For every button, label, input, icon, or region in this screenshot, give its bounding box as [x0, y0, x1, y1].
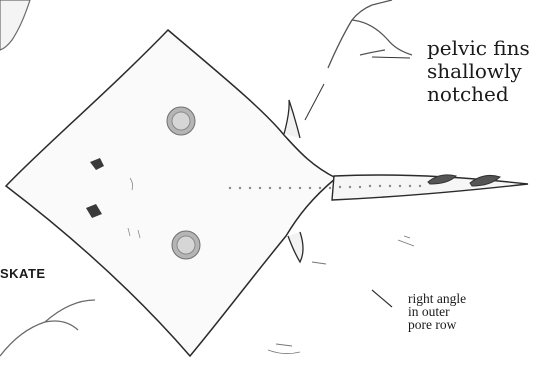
- label-right-angle-line-3: pore row: [408, 318, 466, 331]
- pelvic-fin-upper: [284, 100, 300, 138]
- label-right-angle: right angle in outer pore row: [408, 292, 466, 331]
- label-skate-fragment: SKATE: [0, 266, 46, 281]
- label-pelvic-fins-line-2: shallowly: [427, 60, 530, 83]
- eyespot-upper: [167, 107, 195, 135]
- label-pelvic-fins-line-3: notched: [427, 83, 530, 106]
- adjacent-specimen-bottom-left: [0, 300, 95, 356]
- pelvic-fins-leader: [305, 84, 324, 120]
- label-pelvic-fins-line-1: pelvic fins: [427, 37, 530, 60]
- eyespot-lower: [172, 231, 200, 259]
- adjacent-specimen-top-left: [0, 0, 30, 50]
- sketch-strokes: [268, 236, 414, 354]
- skate-disc: [6, 30, 336, 356]
- pelvic-fin-lower: [288, 232, 303, 262]
- right-angle-leader: [372, 290, 392, 307]
- label-pelvic-fins: pelvic fins shallowly notched: [427, 37, 530, 106]
- pelvic-fins-leader-extension: [372, 57, 410, 58]
